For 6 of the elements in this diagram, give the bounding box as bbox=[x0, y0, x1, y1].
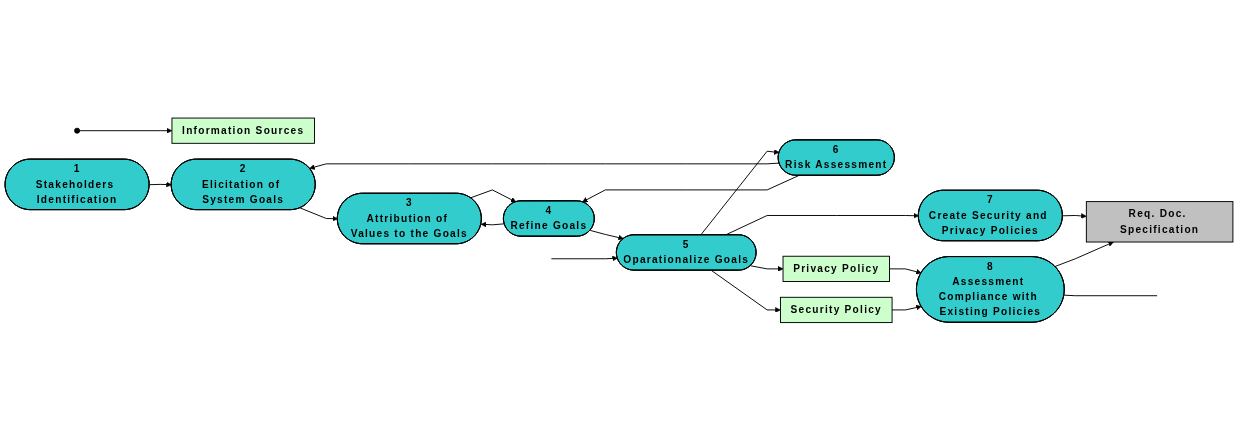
node-box: Information Sources bbox=[171, 117, 315, 144]
node-box: Security Policy bbox=[779, 296, 893, 323]
connector bbox=[1063, 294, 1158, 296]
node-box: Privacy Policy bbox=[782, 255, 890, 282]
node-circle bbox=[74, 127, 81, 134]
node-box: Req. Doc. Specification bbox=[1085, 200, 1234, 243]
